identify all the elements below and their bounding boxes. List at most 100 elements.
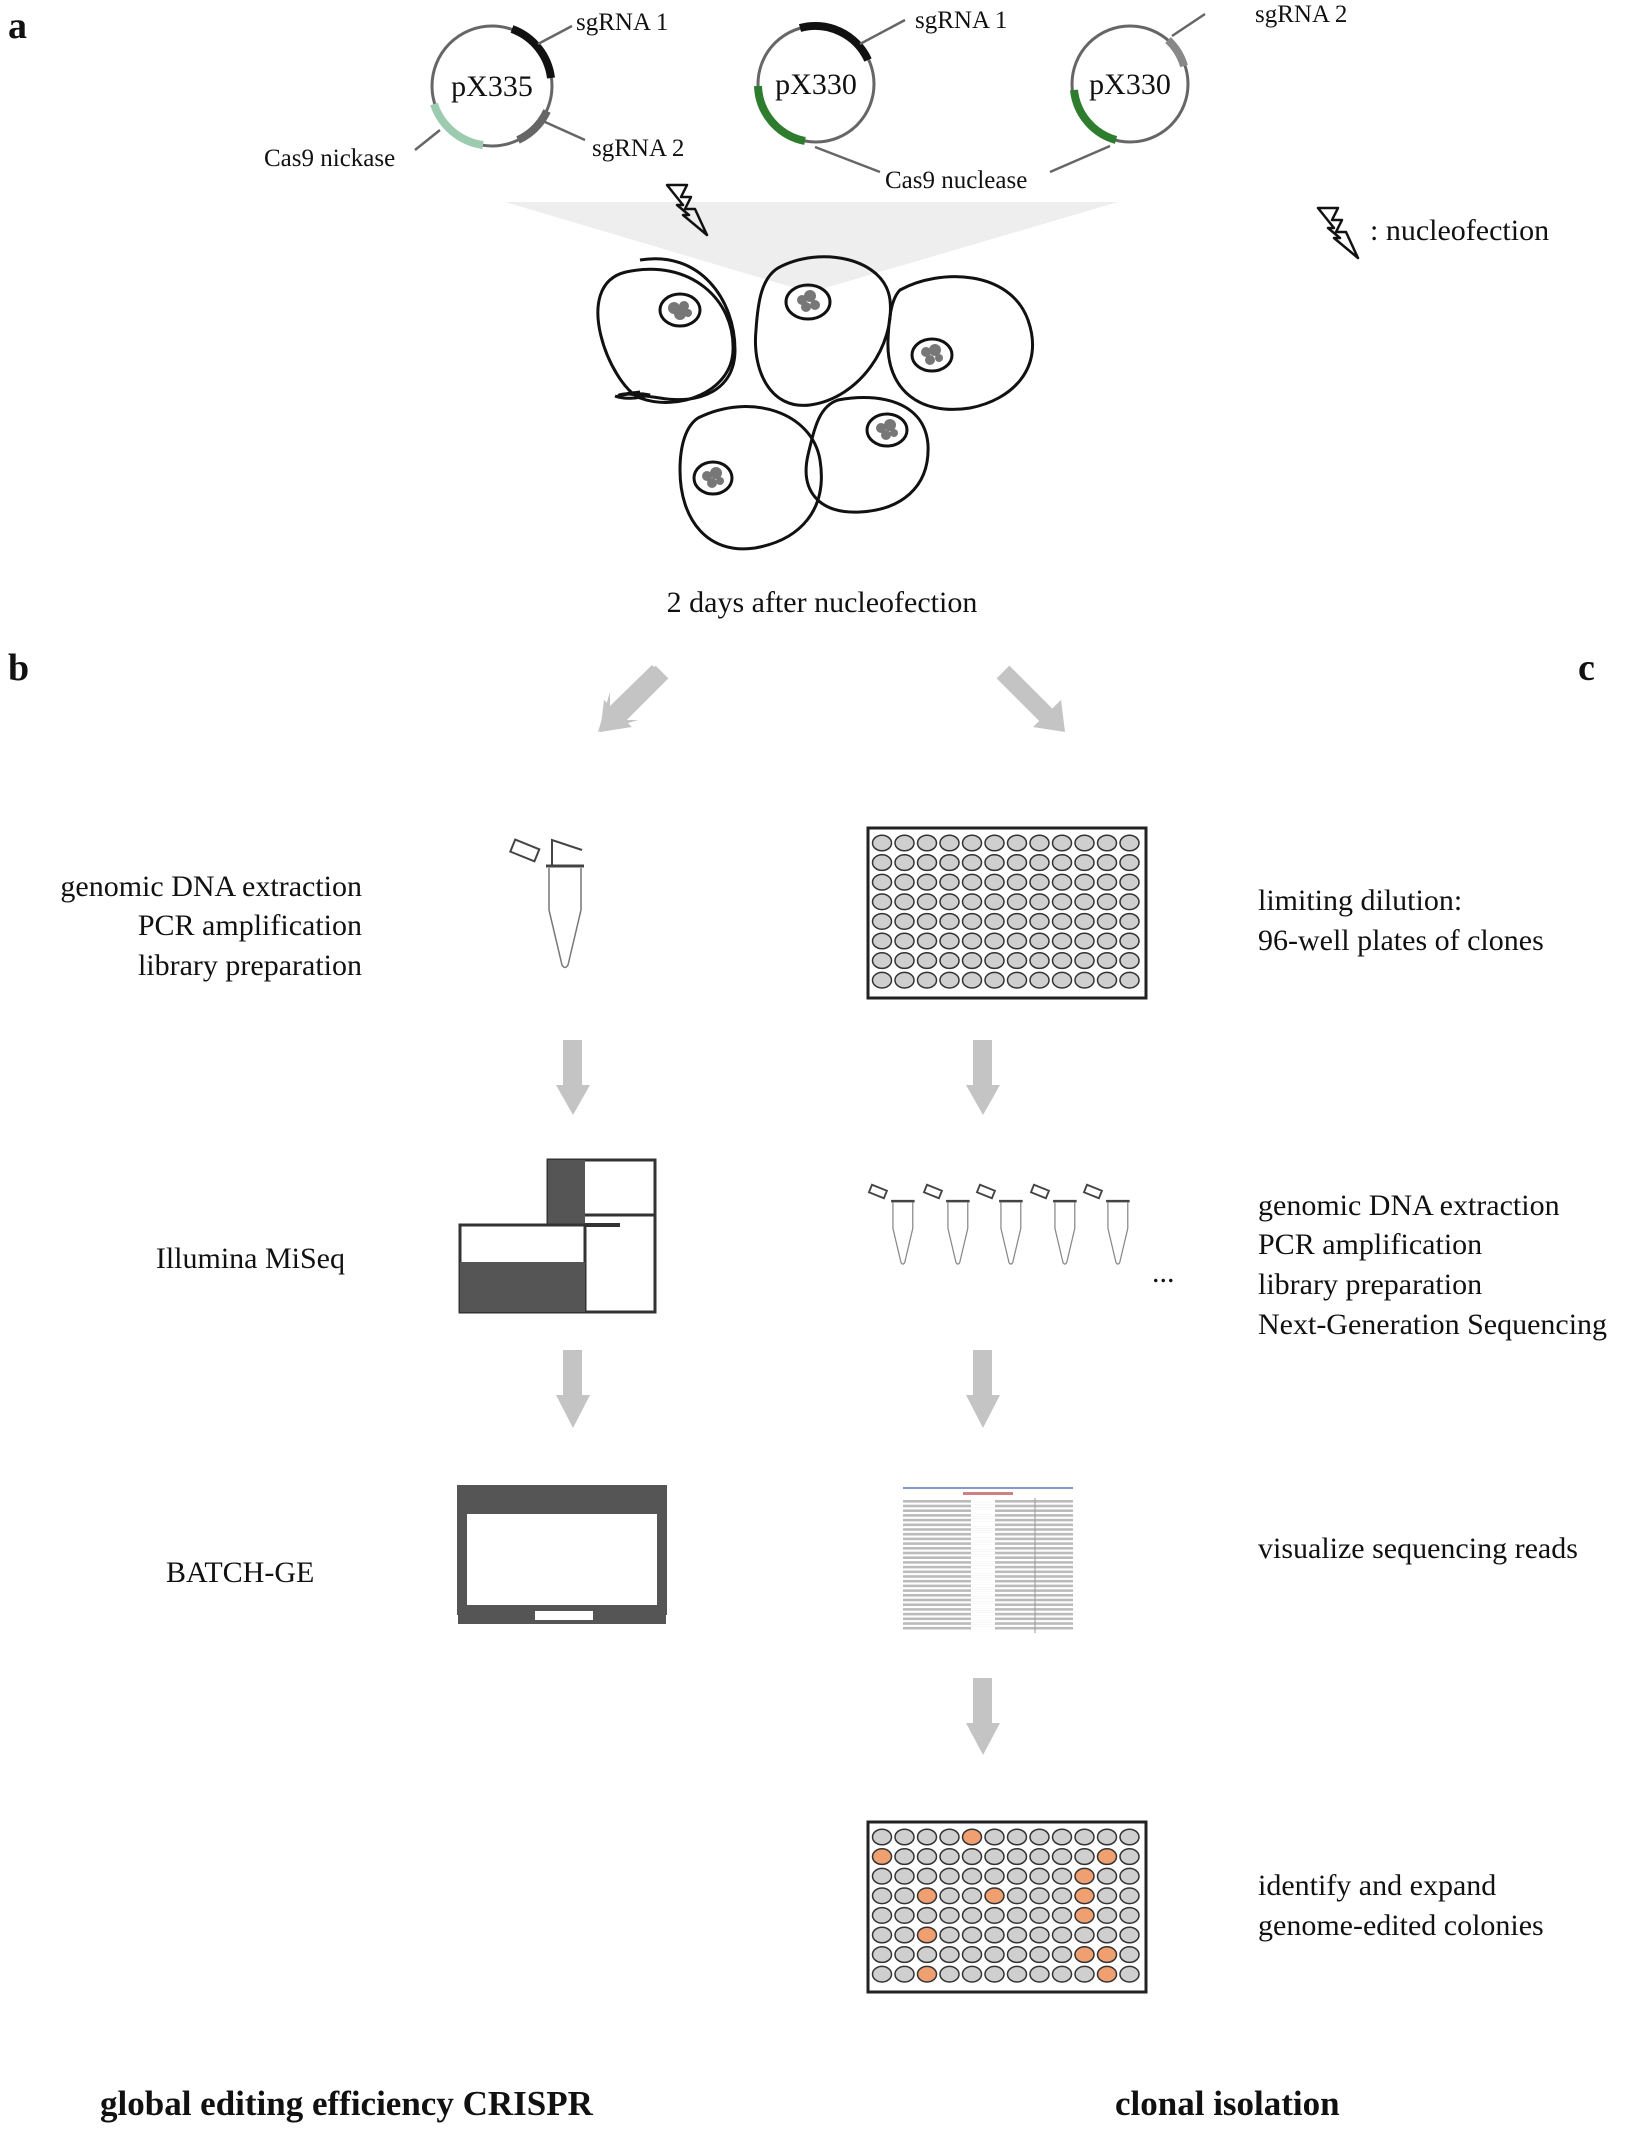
well	[916, 912, 938, 930]
well	[961, 854, 983, 872]
laptop-icon	[457, 1485, 667, 1624]
split-arrow-right	[996, 665, 1065, 732]
well	[871, 971, 893, 989]
well	[871, 1926, 893, 1944]
well	[1051, 971, 1073, 989]
well	[984, 834, 1005, 852]
right-column-title: clonal isolation	[1115, 2084, 1340, 2123]
edited-well	[1074, 1867, 1095, 1885]
well	[961, 912, 983, 930]
well	[1051, 932, 1073, 950]
right-step1-line2: 96-well plates of clones	[1258, 924, 1544, 957]
well	[939, 1828, 960, 1846]
edited-well	[871, 1848, 893, 1866]
cell-cluster	[596, 255, 1035, 551]
well	[939, 854, 960, 872]
edited-well	[1074, 1906, 1095, 1924]
well	[871, 1887, 893, 1905]
well	[1119, 1867, 1140, 1885]
well	[939, 893, 960, 911]
pcr-tube-icon	[922, 1183, 970, 1265]
right-step2-line2: PCR amplification	[1258, 1228, 1482, 1261]
well	[1029, 1867, 1050, 1885]
read-deletion	[971, 1622, 995, 1625]
well	[871, 1906, 893, 1924]
well	[894, 1965, 915, 1983]
well	[984, 932, 1005, 950]
well	[1096, 873, 1118, 891]
left-column-title: global editing efficiency CRISPR	[100, 2084, 594, 2123]
well	[1006, 854, 1028, 872]
edited-well	[1096, 1965, 1118, 1983]
well	[1119, 1946, 1140, 1964]
well	[1119, 932, 1140, 950]
well	[961, 971, 983, 989]
well	[1051, 1926, 1073, 1944]
well	[1096, 834, 1118, 852]
well	[894, 952, 915, 970]
well	[1029, 952, 1050, 970]
well	[1119, 952, 1140, 970]
well	[1096, 854, 1118, 872]
well	[1029, 932, 1050, 950]
well	[1029, 873, 1050, 891]
well	[1074, 1926, 1095, 1944]
edited-well	[916, 1887, 938, 1905]
read-deletion	[971, 1603, 995, 1606]
well	[961, 952, 983, 970]
well	[1119, 893, 1140, 911]
left-step3-label: BATCH-GE	[166, 1556, 314, 1589]
well	[1006, 952, 1028, 970]
left-step2-label: Illumina MiSeq	[156, 1242, 345, 1275]
tube-ellipsis: ...	[1152, 1256, 1175, 1289]
well	[1119, 873, 1140, 891]
well	[871, 952, 893, 970]
well	[894, 1946, 915, 1964]
well	[1006, 1828, 1028, 1846]
well	[961, 834, 983, 852]
pcr-tube-icon	[1029, 1183, 1077, 1265]
well	[871, 893, 893, 911]
well	[1006, 834, 1028, 852]
well	[871, 932, 893, 950]
well	[939, 1965, 960, 1983]
well	[1029, 1926, 1050, 1944]
well	[1096, 932, 1118, 950]
well	[916, 873, 938, 891]
down-arrow-left-1	[556, 1040, 590, 1115]
cell-1	[614, 257, 737, 402]
well	[1119, 1828, 1140, 1846]
read-deletion	[971, 1509, 995, 1512]
well	[939, 873, 960, 891]
edited-well	[961, 1828, 983, 1846]
well	[894, 893, 915, 911]
well	[961, 873, 983, 891]
edited-well	[916, 1965, 938, 1983]
well	[1051, 952, 1073, 970]
well	[984, 1946, 1005, 1964]
read-deletion	[971, 1504, 995, 1508]
well	[1096, 1828, 1118, 1846]
well	[1119, 912, 1140, 930]
well	[1051, 854, 1073, 872]
read-deletion	[971, 1561, 995, 1564]
well	[1051, 1828, 1073, 1846]
well	[1029, 893, 1050, 911]
well	[1051, 1946, 1073, 1964]
well	[939, 932, 960, 950]
well	[1029, 971, 1050, 989]
split-arrow-left	[598, 665, 669, 732]
delivery-wedge	[505, 202, 1118, 288]
read-deletion	[971, 1612, 995, 1616]
well	[961, 1926, 983, 1944]
well	[894, 971, 915, 989]
read-deletion	[971, 1518, 995, 1522]
pcr-tube-row	[867, 1183, 1130, 1265]
well	[1074, 893, 1095, 911]
well	[1029, 912, 1050, 930]
panel-label-c: c	[1578, 647, 1595, 689]
well	[1074, 873, 1095, 891]
well	[1051, 834, 1073, 852]
read-deletion	[971, 1556, 995, 1559]
